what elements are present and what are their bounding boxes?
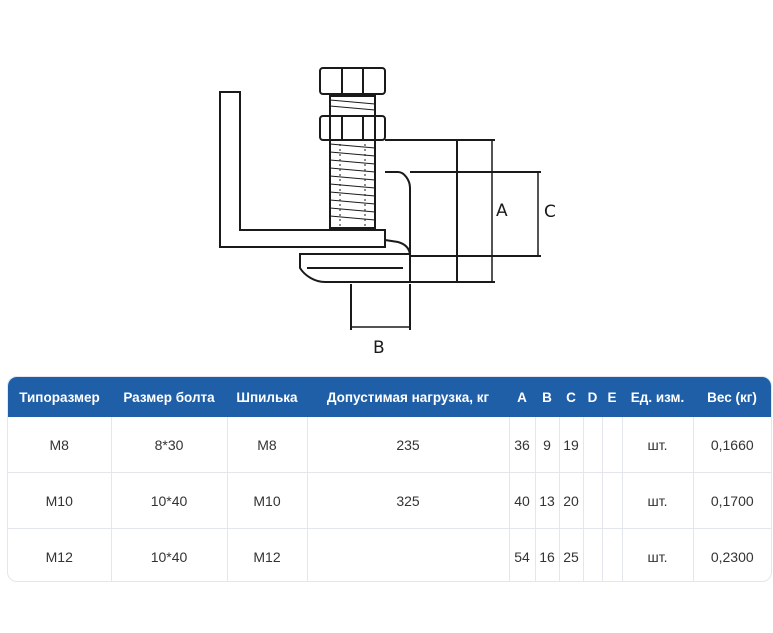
spec-table-container: Типоразмер Размер болта Шпилька Допустим… xyxy=(7,376,772,582)
table-cell xyxy=(602,417,623,473)
table-cell xyxy=(602,472,623,529)
table-cell: 36 xyxy=(509,417,536,473)
table-cell xyxy=(307,528,510,581)
header-cell: Размер болта xyxy=(111,377,227,417)
table-cell: 0,1700 xyxy=(693,472,771,529)
table-cell: 40 xyxy=(509,472,536,529)
table-cell: 54 xyxy=(509,528,536,581)
header-cell: Допустимая нагрузка, кг xyxy=(307,377,509,417)
header-cell: E xyxy=(602,377,622,417)
table-row: M10 10*40 M10 325 40 13 20 шт. 0,1700 xyxy=(8,472,771,529)
table-cell: 16 xyxy=(535,528,560,581)
table-cell: M8 xyxy=(8,417,112,473)
dimension-label-a: A xyxy=(496,201,508,221)
dimension-label-c: C xyxy=(544,202,556,222)
table-cell: шт. xyxy=(622,472,694,529)
header-cell: Ед. изм. xyxy=(622,377,693,417)
table-cell: 325 xyxy=(307,472,510,529)
table-cell: 8*30 xyxy=(111,417,228,473)
table-cell: 25 xyxy=(559,528,584,581)
table-cell xyxy=(583,472,603,529)
clamp-body xyxy=(384,139,458,283)
table-header-row: Типоразмер Размер болта Шпилька Допустим… xyxy=(8,377,771,417)
table-cell: 0,1660 xyxy=(710,436,754,453)
table-cell: M12 xyxy=(8,528,112,581)
table-cell xyxy=(602,528,623,581)
table-cell: 9 xyxy=(535,417,560,473)
table-row: M12 10*40 M12 54 16 25 шт. 0,2300 xyxy=(8,528,771,581)
table-cell: 235 xyxy=(307,417,510,473)
table-cell: M10 xyxy=(227,472,308,529)
dimension-label-b: B xyxy=(373,338,385,358)
bolt-shank xyxy=(329,95,376,229)
header-cell: B xyxy=(535,377,559,417)
table-cell xyxy=(583,417,603,473)
table-cell: 19 xyxy=(559,417,584,473)
table-cell: 13 xyxy=(535,472,560,529)
table-cell: шт. xyxy=(622,528,694,581)
top-nut xyxy=(319,67,386,95)
table-cell: шт. xyxy=(622,417,694,473)
table-cell xyxy=(583,528,603,581)
table-cell: 20 xyxy=(559,472,584,529)
table-cell: 10*40 xyxy=(111,528,228,581)
header-cell: Вес (кг) xyxy=(693,377,771,417)
table-cell: 10*40 xyxy=(111,472,228,529)
header-cell: C xyxy=(559,377,583,417)
header-cell: A xyxy=(509,377,535,417)
table-cell: M10 xyxy=(8,472,112,529)
table-cell: M12 xyxy=(227,528,308,581)
header-cell: Шпилька xyxy=(227,377,307,417)
clamp-technical-drawing: A C B xyxy=(219,67,556,358)
middle-nut xyxy=(319,115,386,141)
table-row: M8 8*30 M8 235 36 9 19 шт. 0,1660 xyxy=(8,417,771,473)
header-cell: Типоразмер xyxy=(8,377,111,417)
beam-profile xyxy=(219,91,386,248)
header-cell: D xyxy=(583,377,602,417)
table-cell: 0,2300 xyxy=(693,528,771,581)
table-cell: M8 xyxy=(227,417,308,473)
lower-jaw xyxy=(299,253,411,283)
spec-table: Типоразмер Размер болта Шпилька Допустим… xyxy=(8,377,771,581)
